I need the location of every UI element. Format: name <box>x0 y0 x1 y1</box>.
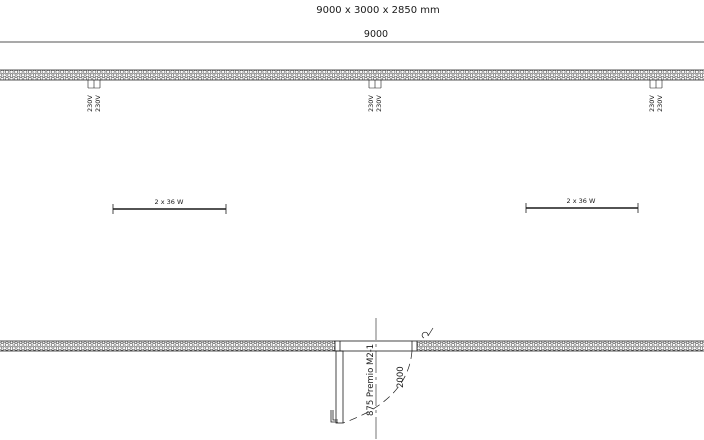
bottom-wall-left <box>0 340 335 352</box>
lamp-2-label: 2 x 36 W <box>567 197 596 205</box>
top-wall <box>0 69 704 81</box>
bottom-wall-right <box>417 340 704 352</box>
lamp-2: 2 x 36 W <box>525 197 639 213</box>
outlet-2: 230V 230V <box>367 80 383 112</box>
door-height-label: 2000 <box>396 366 406 388</box>
outlet-3-label-a: 230V <box>648 95 656 112</box>
overall-dimension-label: 9000 <box>364 29 388 40</box>
lamp-1: 2 x 36 W <box>112 198 227 214</box>
outlet-1: 230V 230V <box>86 80 102 112</box>
outlet-3-label-b: 230V <box>656 95 664 112</box>
outlet-1-label-a: 230V <box>86 95 94 112</box>
outlet-2-label-b: 230V <box>375 95 383 112</box>
door: 875 Premio M2-1 2000 <box>330 318 434 440</box>
outlet-3: 230V 230V <box>648 80 664 112</box>
door-label: 875 Premio M2-1 <box>366 344 376 416</box>
lamp-1-label: 2 x 36 W <box>155 198 184 206</box>
outlet-1-label-b: 230V <box>94 95 102 112</box>
drawing-title: 9000 x 3000 x 2850 mm <box>316 5 440 16</box>
outlet-2-label-a: 230V <box>367 95 375 112</box>
